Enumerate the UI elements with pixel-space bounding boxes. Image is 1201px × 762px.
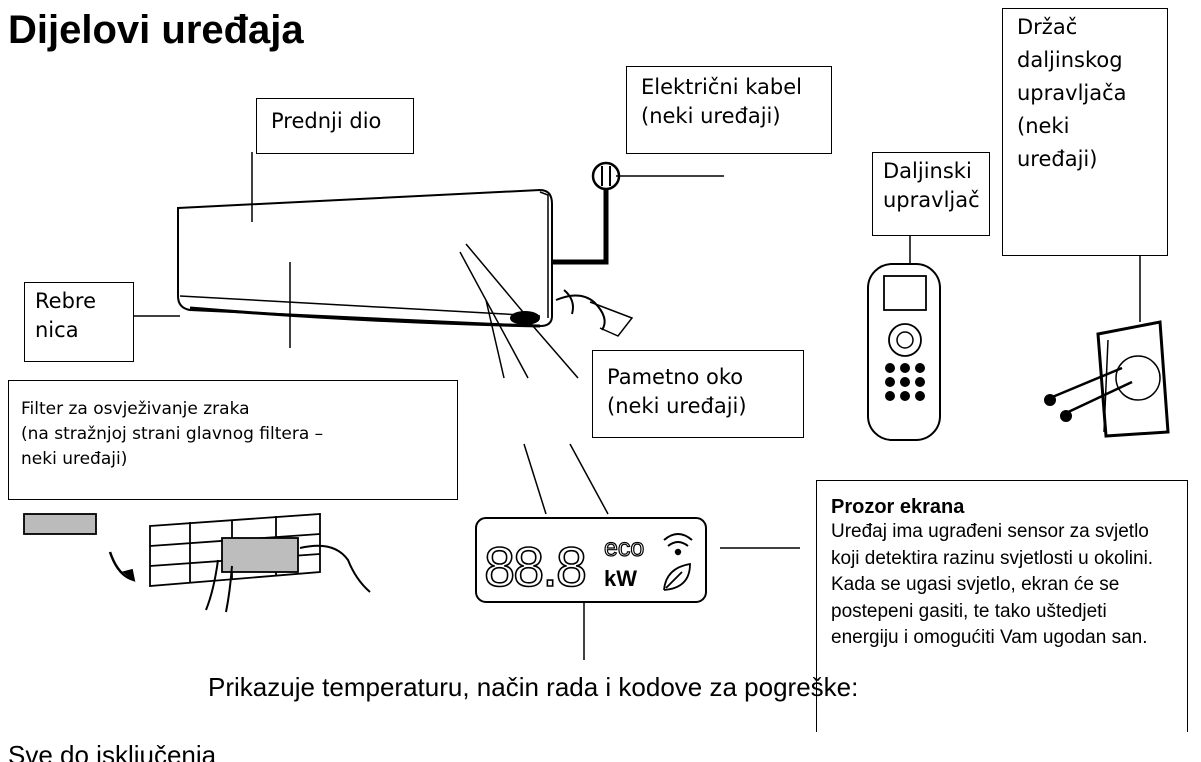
display-window-description: Uređaj ima ugrađeni sensor za svjetlo ko…: [831, 521, 1154, 648]
display-digits: 88.8: [484, 535, 585, 598]
display-caption-next: Sve do isključenja: [8, 740, 217, 762]
label-smart-eye: Pametno oko (neki uređaji): [592, 350, 804, 438]
display-caption: Prikazuje temperaturu, način rada i kodo…: [208, 672, 859, 702]
display-window-title: Prozor ekrana: [831, 496, 965, 518]
page-title: Dijelovi uređaja: [8, 8, 304, 52]
display-eco: eco: [604, 534, 644, 562]
display-window: 88.8 eco kW: [475, 517, 707, 603]
power-cable: [552, 161, 634, 337]
indoor-unit: [177, 188, 553, 328]
label-front-panel: Prednji dio: [256, 98, 414, 154]
label-louver: Rebre nica: [24, 282, 134, 362]
air-filter-drawing: [23, 513, 371, 613]
label-remote-holder: Držač daljinskog upravljača (neki uređaj…: [1002, 8, 1168, 256]
label-remote-control: Daljinski upravljač: [872, 152, 990, 236]
leader-lines: [104, 152, 1141, 660]
leaf-icon: [663, 562, 691, 591]
remote-holder-drawing: [1044, 320, 1170, 438]
wifi-icon: [663, 533, 693, 556]
display-window-panel: Prozor ekrana Uređaj ima ugrađeni sensor…: [816, 480, 1188, 732]
display-kw: kW: [604, 566, 637, 591]
label-power-cable: Električni kabel (neki uređaji): [626, 66, 832, 154]
remote-control-drawing: [867, 263, 941, 441]
label-air-filter: Filter za osvježivanje zraka (na stražnj…: [8, 380, 458, 500]
